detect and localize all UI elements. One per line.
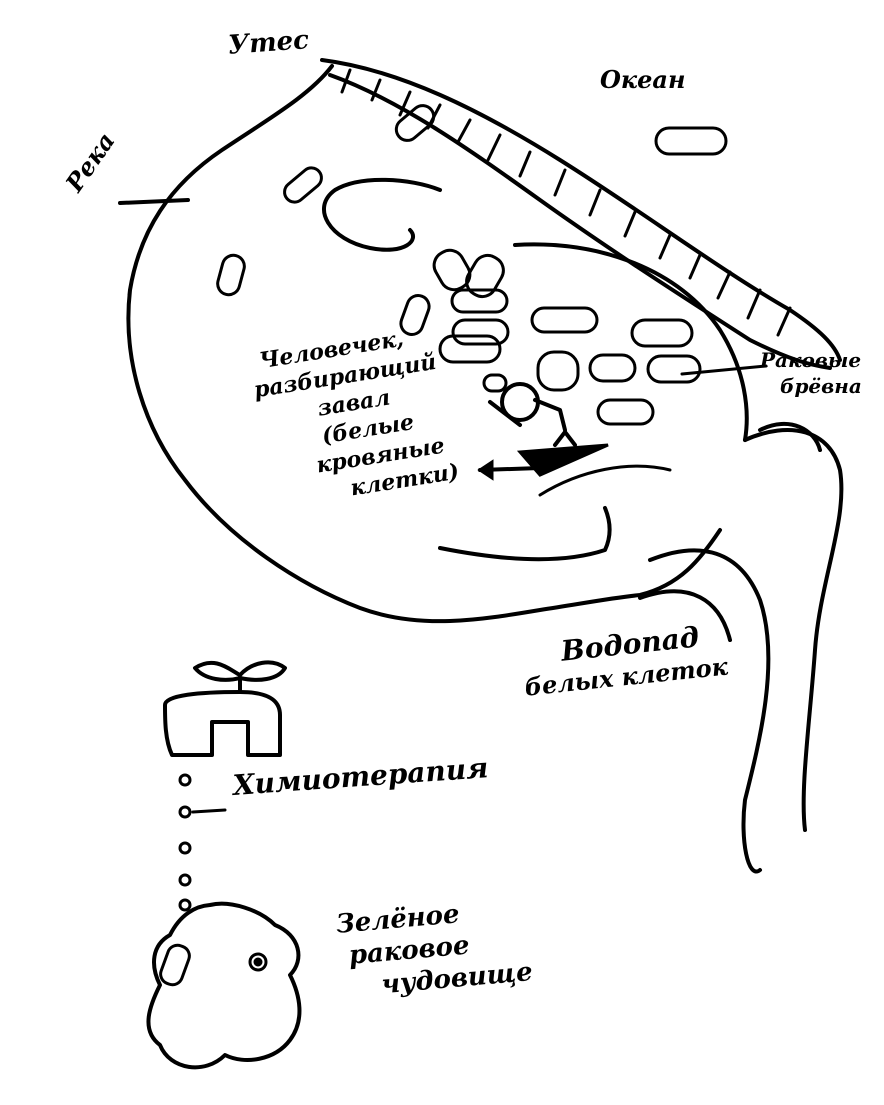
waterfall-line-1: [743, 428, 844, 832]
tumor-blob-icon: [146, 901, 302, 1070]
logs-pointer: [680, 364, 768, 376]
faucet-icon: [163, 660, 287, 757]
inner-curve-right: [513, 242, 749, 442]
logs-caption: Раковые брёвна: [760, 350, 862, 396]
cancer-logs: [216, 104, 728, 426]
cliff-band: [320, 58, 842, 362]
person-figure: [477, 382, 609, 481]
cliff-band-inner: [328, 73, 832, 370]
waterfall-line-3: [648, 548, 771, 874]
inner-curve-bottom: [438, 506, 612, 562]
monster-caption: Зелёное раковое чудовище: [335, 895, 534, 1001]
inner-curve-top: [322, 177, 442, 252]
logs-caption-line: Раковые: [760, 348, 862, 372]
chemo-drops: [178, 773, 227, 912]
person-caption: Человечек, разбирающий завал (белые кров…: [248, 322, 461, 512]
cliff-hatching: [340, 68, 792, 337]
river-line: [118, 198, 190, 205]
inner-curve-mid: [538, 464, 672, 497]
ocean-label: Океан: [600, 65, 686, 94]
waterfall-line-4: [638, 589, 732, 642]
logs-caption-line: брёвна: [780, 374, 862, 398]
waterfall-line-2: [758, 421, 822, 452]
cliff-label: Утес: [227, 25, 310, 61]
lake-outline: [126, 64, 722, 624]
